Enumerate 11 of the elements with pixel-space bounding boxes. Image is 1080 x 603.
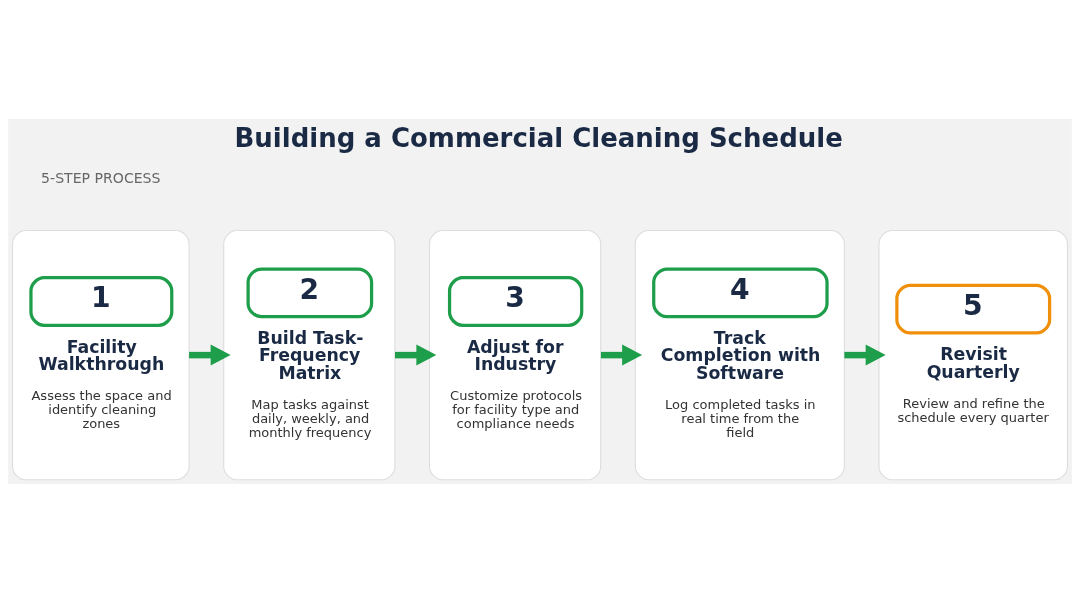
diagram-title: Building a Commercial Cleaning Schedule [234, 123, 843, 154]
arrow [394, 344, 437, 366]
node-box: 5 Revisit Quarterly Review and refine the schedule every quarter [878, 230, 1068, 481]
label: 5-STEP PROCESS [41, 170, 161, 187]
arrow [189, 344, 231, 366]
node-box: 2 Build Task-Frequency Matrix Map tasks against daily, weekly, and monthly frequency [223, 230, 396, 481]
node-box: 4 Track Completion with Software Log completed tasks in real time from the field [634, 230, 845, 481]
node-box: 3 Adjust for Industry Customize protocols for facility type and compliance needs [429, 230, 602, 481]
arrow [844, 344, 886, 366]
node-box: 1 Facility Walkthrough Assess the space and identify cleaning zones [12, 230, 190, 481]
arrow [600, 344, 643, 366]
